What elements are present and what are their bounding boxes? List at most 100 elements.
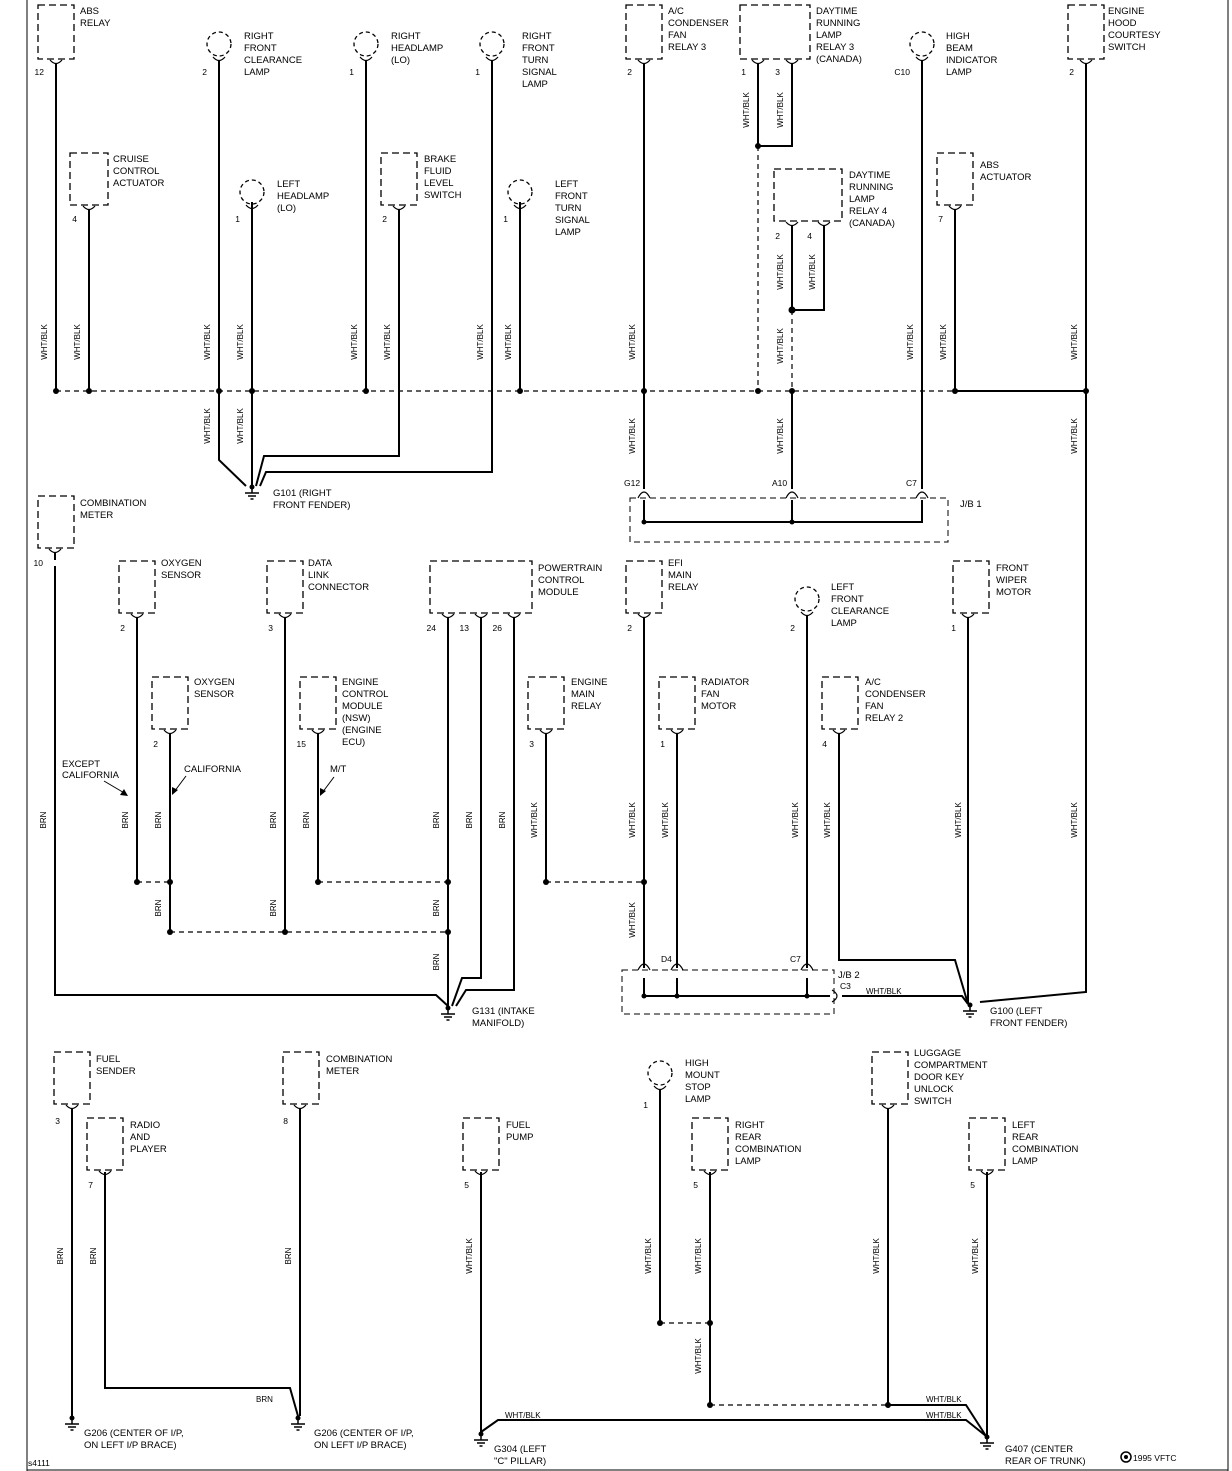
component-label: RELAY 2 xyxy=(865,713,903,724)
wire-color-label: WHT/BLK xyxy=(694,1238,703,1274)
component-label: ACTUATOR xyxy=(113,178,165,189)
component-label: (LO) xyxy=(391,55,410,66)
component-label: POWERTRAIN xyxy=(538,563,602,574)
component-label: RADIO xyxy=(130,1120,160,1131)
ground-label: "C" PILLAR) xyxy=(494,1456,546,1467)
pin-number: 1 xyxy=(349,67,354,77)
pin-number: 3 xyxy=(775,67,780,77)
ground-label: FRONT FENDER) xyxy=(990,1018,1067,1029)
component-label: LEFT xyxy=(831,582,854,593)
component-label: LEFT xyxy=(277,179,300,190)
component-label: CONNECTOR xyxy=(308,582,369,593)
wire-color-label: WHT/BLK xyxy=(350,324,359,360)
wire-color-label: WHT/BLK xyxy=(1070,418,1079,454)
component-label: RADIATOR xyxy=(701,677,749,688)
component-label: DOOR KEY xyxy=(914,1072,965,1083)
note-except: EXCEPT xyxy=(62,759,100,770)
wire-color-label: WHT/BLK xyxy=(939,324,948,360)
pin-number: 2 xyxy=(627,623,632,633)
component-label: FRONT xyxy=(996,563,1029,574)
ground-g304[interactable]: G304 (LEFT"C" PILLAR) xyxy=(474,1431,546,1468)
wire-color-label: WHT/BLK xyxy=(808,254,817,290)
ground-g206a[interactable]: G206 (CENTER OF I/P,ON LEFT I/P BRACE) xyxy=(65,1415,184,1452)
pin-number: 2 xyxy=(775,231,780,241)
pin-number: C10 xyxy=(894,67,910,77)
component-label: RELAY xyxy=(668,582,699,593)
component-label: (CANADA) xyxy=(816,54,862,65)
component-label: MOTOR xyxy=(701,701,736,712)
component-label: ENGINE xyxy=(342,677,378,688)
component-label: LAMP xyxy=(849,194,875,205)
component-label: RELAY 4 xyxy=(849,206,887,217)
wire-color-label: WHT/BLK xyxy=(203,324,212,360)
pin-number: 1 xyxy=(951,623,956,633)
component-label: CONDENSER xyxy=(668,18,729,29)
wire-color-label: WHT/BLK xyxy=(776,254,785,290)
jb1-pin: A10 xyxy=(772,478,787,488)
pin-number: 26 xyxy=(493,623,503,633)
component-label: ABS xyxy=(980,160,999,171)
component-label: FUEL xyxy=(96,1054,120,1065)
pin-number: 2 xyxy=(153,739,158,749)
component-label: FRONT xyxy=(522,43,555,54)
component-label: FLUID xyxy=(424,166,452,177)
wire-color-label: BRN xyxy=(269,811,278,828)
pin-number: 7 xyxy=(88,1180,93,1190)
pin-number: 12 xyxy=(35,67,45,77)
component-label: RUNNING xyxy=(816,18,860,29)
ground-g206b[interactable]: G206 (CENTER OF I/P,ON LEFT I/P BRACE) xyxy=(291,1415,414,1452)
wire-color-label: WHT/BLK xyxy=(971,1238,980,1274)
component-label: HIGH xyxy=(946,31,970,42)
component-label: RUNNING xyxy=(849,182,893,193)
wire-color-label: WHT/BLK xyxy=(236,324,245,360)
component-label: MOTOR xyxy=(996,587,1031,598)
junction-block-1: J/B 1 G12 A10 C7 xyxy=(624,478,982,543)
wire-color-label: BRN xyxy=(121,811,130,828)
component-label: RIGHT xyxy=(522,31,552,42)
pin-number: 2 xyxy=(382,214,387,224)
wire-color-label: WHT/BLK xyxy=(694,1338,703,1374)
component-label: LAMP xyxy=(831,618,857,629)
component-label: SENDER xyxy=(96,1066,136,1077)
notes: EXCEPT CALIFORNIA CALIFORNIA M/T s4111 1… xyxy=(28,759,1176,1468)
jb2-label: J/B 2 xyxy=(838,970,860,981)
